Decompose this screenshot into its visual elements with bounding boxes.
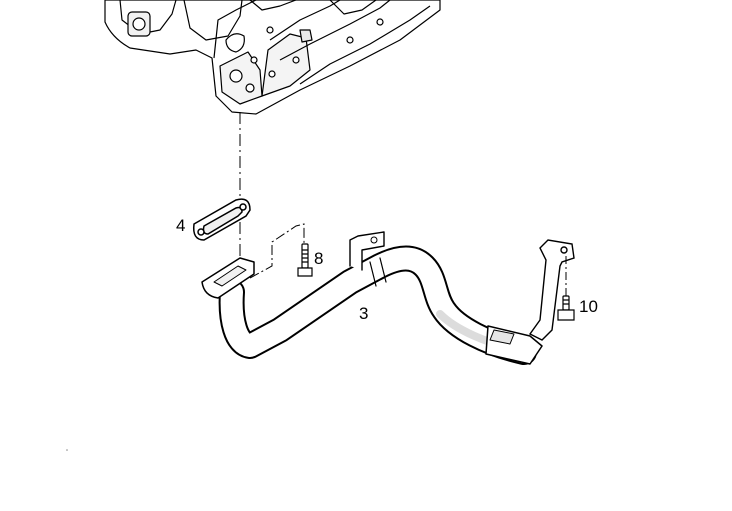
bolt-10	[557, 295, 575, 321]
pipe-assembly	[201, 231, 543, 365]
callout-part-8: 8	[314, 249, 324, 268]
callout-part-10: 10	[579, 297, 598, 316]
stray-dot	[66, 449, 68, 451]
bolt-8-leader	[249, 223, 305, 279]
bolt-8	[297, 243, 313, 277]
callout-part-4: 4	[176, 216, 186, 235]
engine-block	[104, 0, 441, 115]
callout-part-3: 3	[359, 304, 369, 323]
gasket	[192, 198, 251, 241]
support-bracket	[528, 239, 575, 341]
